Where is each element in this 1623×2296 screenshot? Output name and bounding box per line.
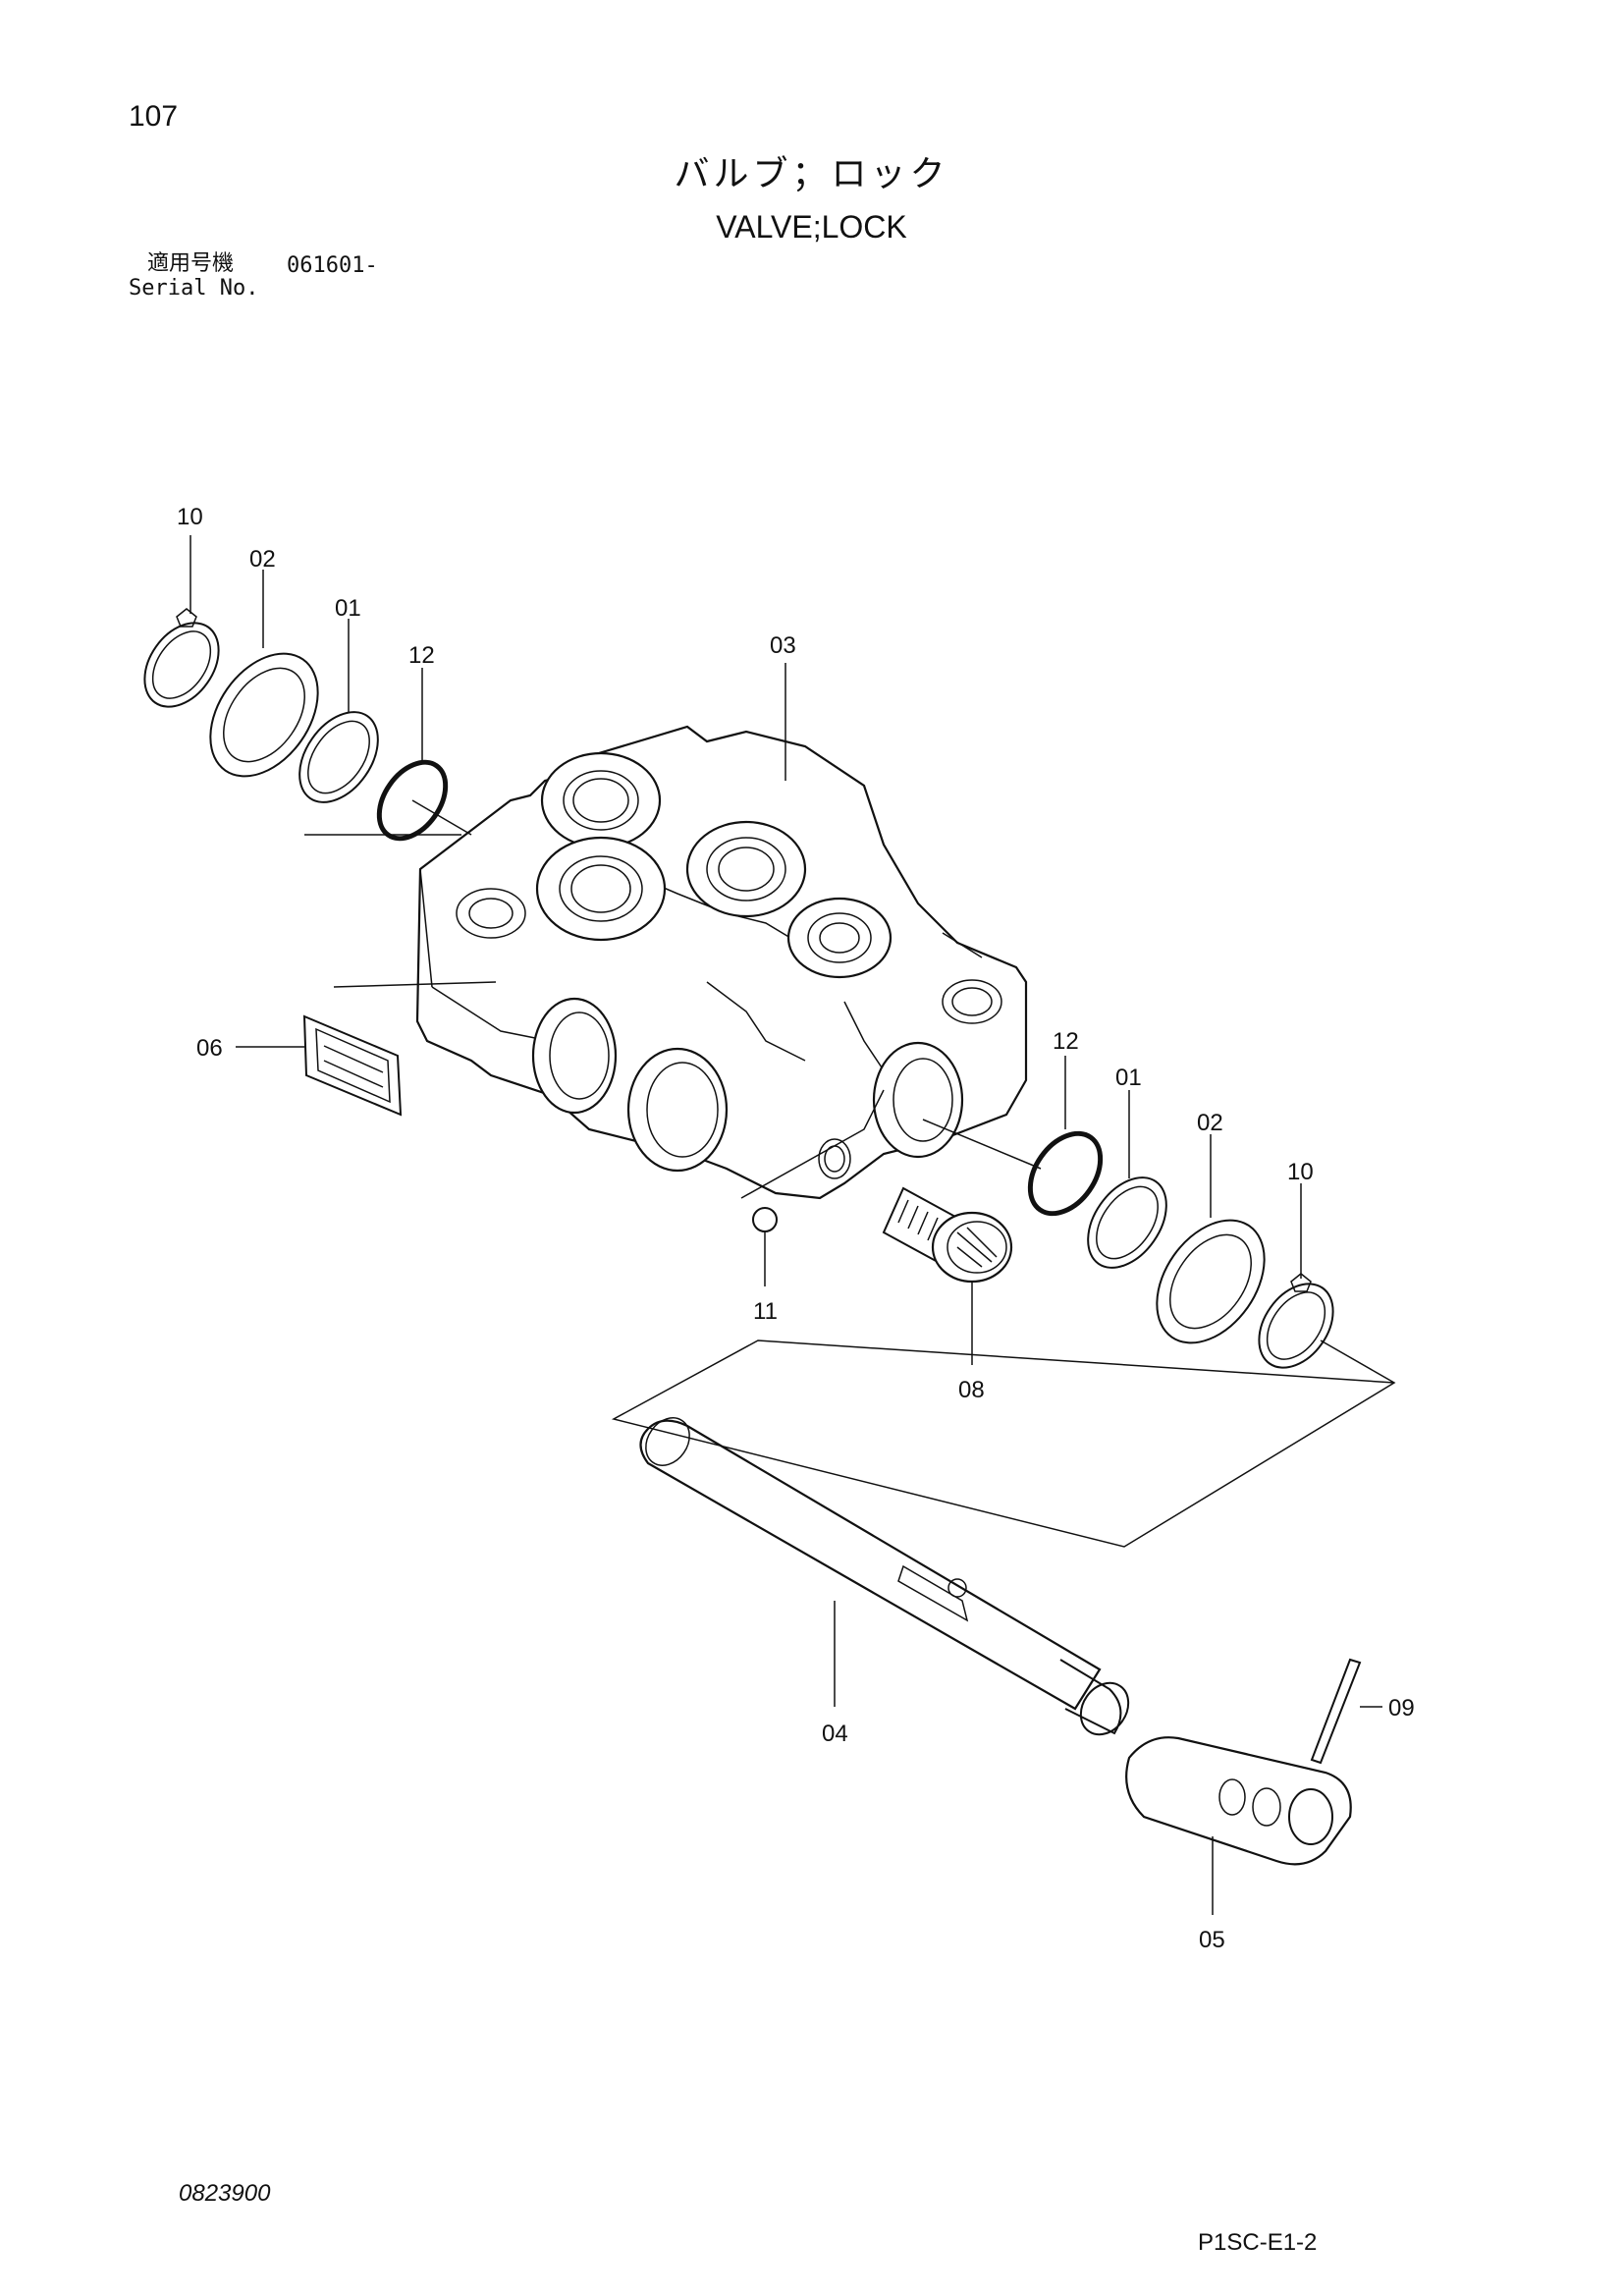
ring-01-left — [298, 711, 379, 803]
leader-lines — [189, 535, 1396, 1915]
callout-04: 04 — [822, 1721, 848, 1747]
spool — [639, 1417, 1130, 1736]
serial-label-english: Serial No. — [129, 276, 259, 301]
callout-10-left: 10 — [177, 504, 203, 530]
ring-01-right — [1087, 1176, 1167, 1269]
title-japanese: バルブ；ロック — [674, 154, 949, 194]
lever — [1125, 1736, 1352, 1866]
title-english: VALVE;LOCK — [716, 209, 907, 245]
callout-01-right: 01 — [1115, 1065, 1142, 1091]
document-number: 0823900 — [179, 2180, 271, 2207]
callout-09: 09 — [1388, 1695, 1415, 1722]
callout-02-left: 02 — [249, 546, 276, 573]
name-plate — [302, 1014, 403, 1117]
callout-03: 03 — [770, 632, 796, 659]
callout-12-left: 12 — [408, 642, 435, 669]
callout-08: 08 — [958, 1377, 985, 1403]
serial-range: 061601- — [287, 253, 378, 278]
serial-label-japanese: 適用号機 — [147, 251, 235, 276]
callout-12-right: 12 — [1053, 1028, 1079, 1055]
screw — [882, 1186, 1013, 1284]
callout-01-left: 01 — [335, 595, 361, 622]
ring-02-left — [209, 652, 319, 778]
callout-11: 11 — [753, 1298, 778, 1325]
page-number: 107 — [129, 100, 179, 133]
callout-05: 05 — [1199, 1927, 1225, 1953]
valve-body — [415, 725, 1028, 1200]
callout-02-right: 02 — [1197, 1110, 1223, 1136]
o-ring-12-right — [1027, 1130, 1104, 1217]
snap-ring-left — [143, 608, 220, 708]
callout-06: 06 — [196, 1035, 223, 1062]
callout-10-right: 10 — [1287, 1159, 1314, 1185]
ring-02-right — [1156, 1219, 1266, 1344]
snap-ring-right — [1258, 1273, 1334, 1369]
ball — [752, 1207, 778, 1232]
pin — [1310, 1658, 1362, 1765]
page-code: P1SC-E1-2 — [1198, 2229, 1318, 2256]
